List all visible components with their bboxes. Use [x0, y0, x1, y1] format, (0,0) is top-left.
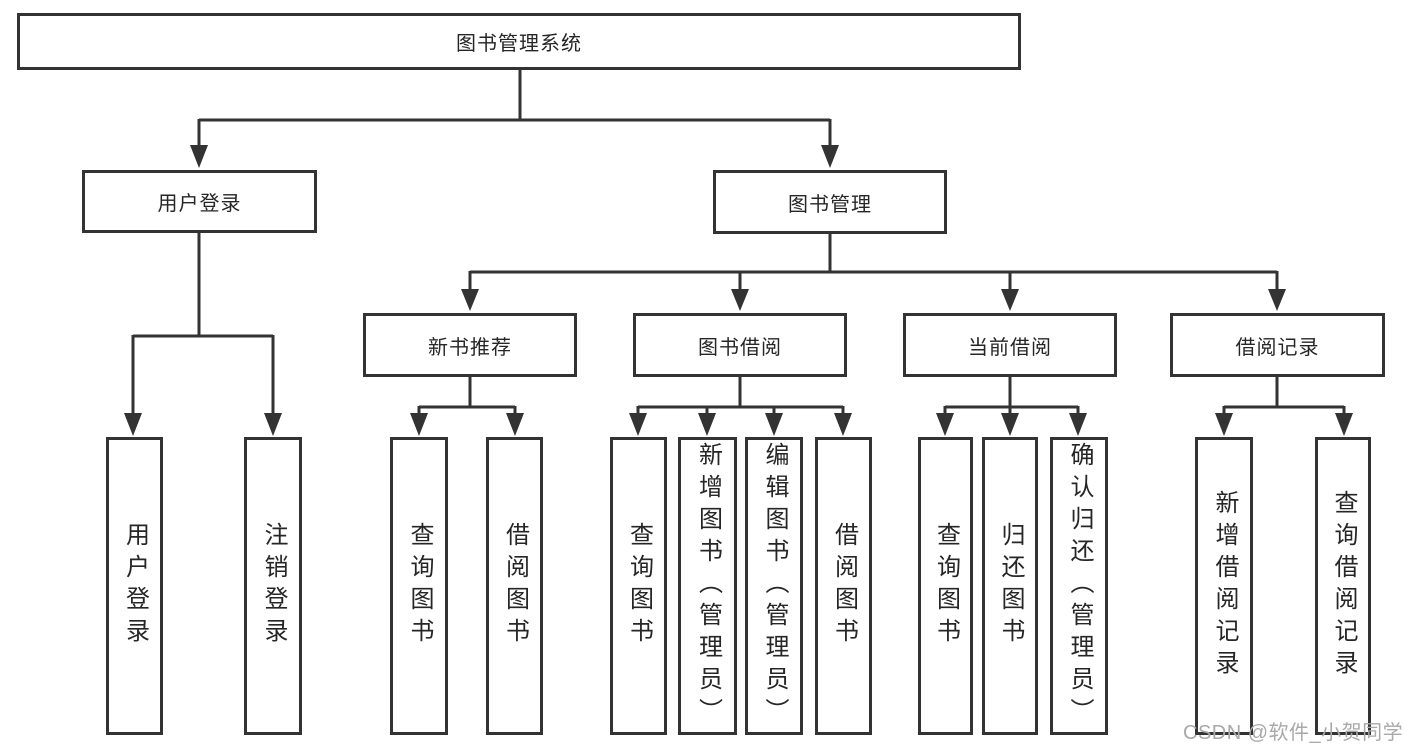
- leaf-label: 新增借阅记录: [1211, 490, 1238, 682]
- leaf-borrow-query-books: 查询图书: [610, 437, 667, 735]
- leaf-label: 查询图书: [406, 522, 433, 650]
- leaf-borrow-borrow-books: 借阅图书: [815, 437, 872, 735]
- leaf-current-confirm-return-admin: 确认归还（管理员）: [1050, 437, 1108, 735]
- leaf-label: 确认归还（管理员）: [1066, 442, 1093, 730]
- node-label: 图书管理: [788, 193, 872, 216]
- node-new-book-recommend: 新书推荐: [363, 313, 577, 377]
- node-user-login: 用户登录: [82, 170, 317, 233]
- node-book-borrowing: 图书借阅: [633, 313, 847, 377]
- leaf-label: 借阅图书: [830, 522, 858, 650]
- leaf-label: 编辑图书（管理员）: [761, 442, 788, 730]
- node-label: 新书推荐: [428, 336, 512, 359]
- node-borrowing-records: 借阅记录: [1170, 313, 1385, 377]
- leaf-label: 查询图书: [625, 522, 653, 650]
- leaf-record-add-borrow-record: 新增借阅记录: [1195, 437, 1253, 735]
- leaf-recommend-borrow-books: 借阅图书: [486, 437, 543, 735]
- leaf-label: 新增图书（管理员）: [694, 442, 722, 730]
- node-book-management: 图书管理: [713, 170, 947, 234]
- leaf-label: 注销登录: [260, 522, 287, 650]
- node-label: 图书管理系统: [456, 33, 582, 55]
- leaf-current-query-books: 查询图书: [918, 437, 973, 735]
- leaf-logout: 注销登录: [244, 437, 302, 735]
- node-label: 用户登录: [157, 193, 242, 215]
- csdn-watermark: CSDN @软件_小贺同学: [1183, 722, 1404, 744]
- leaf-user-login: 用户登录: [106, 437, 163, 735]
- leaf-label: 借阅图书: [501, 522, 529, 650]
- node-library-management-system: 图书管理系统: [17, 13, 1021, 70]
- node-label: 图书借阅: [698, 336, 782, 359]
- leaf-borrow-edit-books-admin: 编辑图书（管理员）: [745, 437, 803, 735]
- node-current-borrowing: 当前借阅: [903, 313, 1117, 377]
- leaf-borrow-add-books-admin: 新增图书（管理员）: [678, 437, 737, 735]
- node-label: 借阅记录: [1235, 336, 1320, 359]
- leaf-label: 查询借阅记录: [1330, 490, 1357, 682]
- leaf-label: 用户登录: [121, 522, 149, 650]
- leaf-record-query-borrow-record: 查询借阅记录: [1315, 437, 1371, 735]
- leaf-label: 归还图书: [997, 522, 1024, 650]
- leaf-recommend-query-books: 查询图书: [390, 437, 448, 735]
- leaf-current-return-books: 归还图书: [982, 437, 1038, 735]
- leaf-label: 查询图书: [932, 522, 960, 650]
- node-label: 当前借阅: [968, 336, 1052, 359]
